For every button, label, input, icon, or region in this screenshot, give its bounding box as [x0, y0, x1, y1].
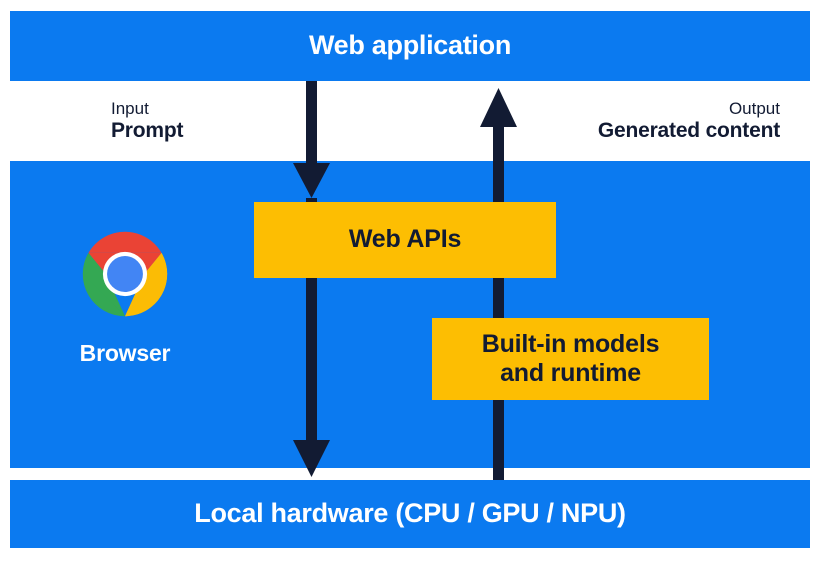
layer-web-application: Web application — [10, 11, 810, 81]
input-kind-label: Input — [111, 99, 149, 118]
layer-local-hardware: Local hardware (CPU / GPU / NPU) — [10, 480, 810, 548]
layer-web-application-label: Web application — [308, 30, 512, 60]
box-web-apis[interactable]: Web APIs — [254, 202, 556, 278]
box-builtin-models-line1: Built-in models — [481, 329, 660, 358]
output-annotation: Output Generated content — [598, 99, 780, 144]
box-builtin-models-line2: and runtime — [500, 359, 641, 387]
output-value-label: Generated content — [597, 119, 780, 143]
input-annotation: Input Prompt — [111, 99, 184, 144]
output-kind-label: Output — [728, 99, 780, 118]
box-web-apis-label: Web APIs — [348, 225, 462, 254]
browser-label: Browser — [79, 340, 171, 366]
input-value-label: Prompt — [111, 119, 184, 143]
chrome-logo-icon — [82, 231, 168, 317]
browser-group: Browser — [60, 228, 190, 365]
box-builtin-models-and-runtime[interactable]: Built-in models and runtime — [432, 318, 709, 400]
layer-local-hardware-label: Local hardware (CPU / GPU / NPU) — [194, 498, 626, 528]
